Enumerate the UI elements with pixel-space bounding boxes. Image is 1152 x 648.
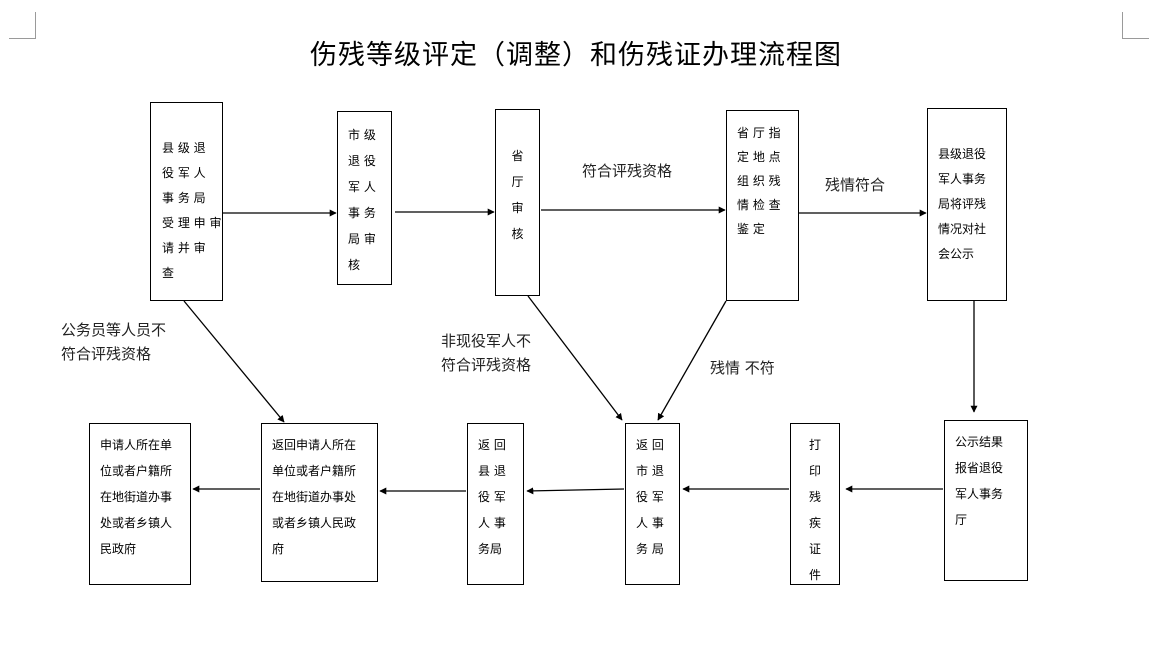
box-city-review: 市 级 退 役 军 人 事 务 局 审 核 [337, 111, 392, 285]
box-line: 审 [511, 201, 524, 215]
box-line: 县 退 [478, 464, 506, 478]
box-line: 核 [511, 227, 524, 241]
box-line: 证 [808, 542, 821, 556]
box-line: 位或者户籍所 [100, 464, 173, 478]
box-line: 疾 [808, 516, 821, 530]
label-condition-mismatch: 残情 不符 [710, 359, 775, 377]
box-line: 打 [808, 438, 821, 452]
box-line: 市 级 [348, 128, 376, 142]
box-line: 会公示 [938, 247, 975, 261]
box-line: 军人事务 [955, 487, 1004, 501]
box-line: 人 事 [478, 516, 506, 530]
box-line: 组 织 残 [737, 174, 781, 188]
arrow-assess-to-return-city [657, 300, 727, 421]
box-line: 核 [348, 258, 361, 272]
box-line: 公示结果 [955, 435, 1004, 449]
box-county-publish: 县级退役 军人事务 局将评残 情况对社 会公示 [927, 108, 1007, 301]
box-line: 役 军 [636, 490, 664, 504]
box-line: 请 并 审 [162, 241, 206, 255]
label-line: 非现役军人不 [441, 332, 532, 350]
box-line: 县级退役 [938, 147, 987, 161]
box-line: 或者乡镇人民政 [272, 516, 357, 530]
box-line: 务 局 [636, 542, 664, 556]
box-line: 役 军 人 [162, 166, 206, 180]
box-line: 厅 [511, 175, 524, 189]
box-line: 查 [162, 266, 175, 280]
box-line: 印 [808, 464, 821, 478]
box-line: 局 审 [348, 232, 376, 246]
box-line: 报省退役 [955, 461, 1004, 475]
box-return-city: 返 回 市 退 役 军 人 事 务 局 [625, 423, 680, 585]
box-line: 事 务 局 [162, 191, 206, 205]
label-qualified: 符合评残资格 [582, 162, 673, 180]
box-line: 处或者乡镇人 [100, 516, 173, 530]
box-line: 在地街道办事处 [272, 490, 357, 504]
box-line: 返回申请人所在 [272, 438, 357, 452]
box-line: 定 地 点 [737, 150, 781, 164]
box-publish-result: 公示结果 报省退役 军人事务 厅 [944, 420, 1028, 581]
label-line: 符合评残资格 [61, 345, 152, 363]
box-line: 申请人所在单 [100, 438, 173, 452]
box-province-assess: 省 厅 指 定 地 点 组 织 残 情 检 查 鉴 定 [726, 110, 799, 301]
label-civil-servant: 公务员等人员不 符合评残资格 [61, 318, 166, 366]
page-corner-mark-top-left [9, 12, 36, 39]
box-line: 役 军 [478, 490, 506, 504]
box-line: 市 退 [636, 464, 664, 478]
arrow-province-to-return-city [527, 295, 623, 421]
box-line: 军 人 [348, 180, 376, 194]
box-line: 返 回 [478, 438, 506, 452]
box-line: 情况对社 [938, 222, 987, 236]
box-line: 局将评残 [938, 197, 987, 211]
box-line: 省 [511, 149, 524, 163]
label-non-veteran: 非现役军人不 符合评残资格 [441, 329, 531, 377]
box-applicant-unit: 申请人所在单 位或者户籍所 在地街道办事 处或者乡镇人 民政府 [89, 423, 191, 585]
box-line: 单位或者户籍所 [272, 464, 357, 478]
flowchart-title: 伤残等级评定（调整）和伤残证办理流程图 [310, 40, 842, 71]
box-return-county: 返 回 县 退 役 军 人 事 务局 [467, 423, 524, 585]
box-line: 受 理 申 审 [162, 216, 222, 230]
arrow-county-to-return-unit [183, 300, 285, 423]
box-line: 厅 [955, 513, 968, 527]
box-province-review: 省 厅 审 核 [495, 109, 540, 296]
box-return-unit: 返回申请人所在 单位或者户籍所 在地街道办事处 或者乡镇人民政 府 [261, 423, 378, 582]
box-line: 人 事 [636, 516, 664, 530]
box-line: 县 级 退 [162, 141, 206, 155]
box-print-certificate: 打 印 残 疾 证 件 [790, 423, 840, 585]
label-line: 符合评残资格 [441, 356, 532, 374]
box-line: 军人事务 [938, 172, 987, 186]
box-line: 省 厅 指 [737, 126, 781, 140]
box-line: 件 [808, 568, 821, 582]
box-line: 务局 [478, 542, 503, 556]
arrow-return-city-to-county [526, 487, 625, 495]
box-line: 民政府 [100, 542, 137, 556]
label-line: 公务员等人员不 [61, 321, 167, 339]
box-line: 府 [272, 542, 285, 556]
box-line: 在地街道办事 [100, 490, 173, 504]
label-condition-match: 残情符合 [825, 176, 886, 194]
box-line: 情 检 查 [737, 198, 781, 212]
box-line: 事 务 [348, 206, 376, 220]
box-line: 鉴 定 [737, 222, 765, 236]
box-line: 残 [808, 490, 821, 504]
box-line: 退 役 [348, 154, 376, 168]
page-corner-mark-top-right [1122, 12, 1149, 39]
box-county-accept: 县 级 退 役 军 人 事 务 局 受 理 申 审 请 并 审 查 [150, 102, 223, 301]
box-line: 返 回 [636, 438, 664, 452]
